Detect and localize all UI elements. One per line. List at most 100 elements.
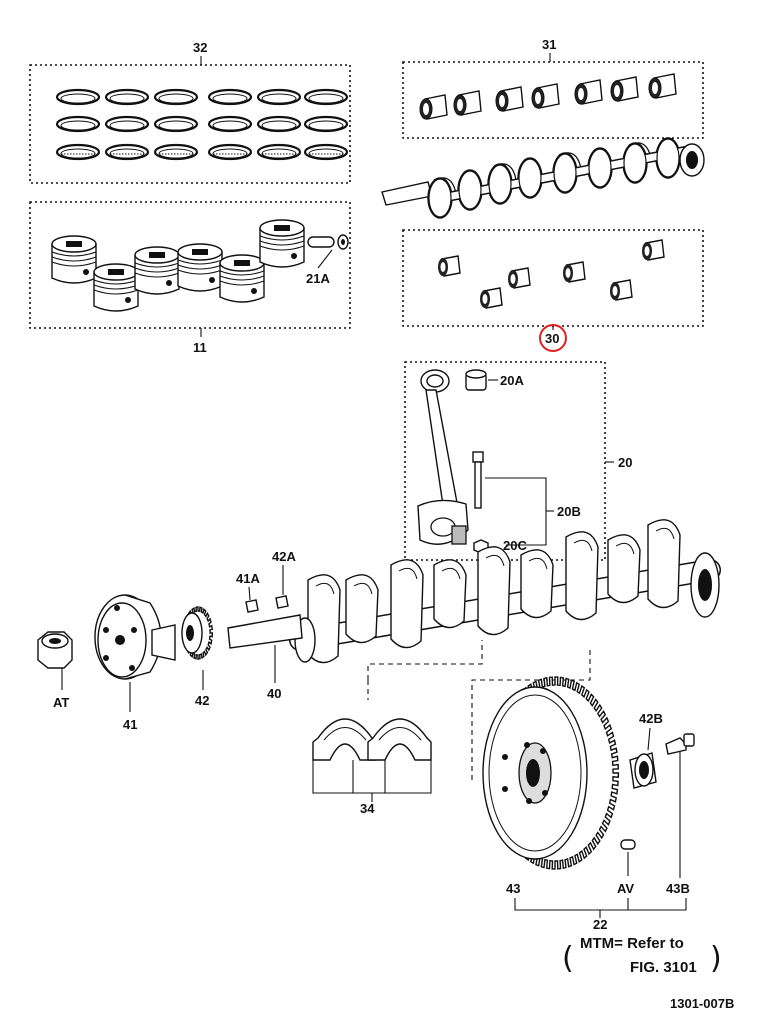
bearing-shell [610, 76, 639, 102]
piston-ring [104, 88, 150, 106]
thrust-washer-left [312, 718, 377, 761]
piston-ring [303, 88, 349, 106]
piston-ring [207, 115, 253, 133]
piston-ring [55, 115, 101, 133]
pilot-bearing-42b [629, 727, 657, 789]
flywheel-bolt-43b [665, 733, 695, 878]
note-paren-open: ( [562, 941, 574, 976]
callout-41a[interactable]: 41A [236, 571, 260, 586]
crank-counterweight [307, 574, 341, 664]
bearing-shell [563, 261, 586, 283]
note-line-1: MTM= Refer to [580, 935, 684, 952]
piston-ring [207, 88, 253, 106]
callout-40[interactable]: 40 [267, 686, 281, 701]
bearing-shell [648, 73, 677, 99]
piston-ring [303, 143, 349, 161]
piston-ring [104, 143, 150, 161]
callout-32[interactable]: 32 [193, 40, 207, 55]
crank-counterweight [607, 534, 641, 604]
callout-20c[interactable]: 20C [503, 538, 527, 553]
piston [93, 263, 139, 312]
highlight-ring-30 [539, 324, 567, 352]
bearing-shell [531, 83, 560, 109]
crank-gear-42 [181, 606, 214, 660]
piston-ring [104, 115, 150, 133]
piston [219, 254, 265, 303]
bearing-shell [453, 90, 482, 116]
piston-ring [55, 88, 101, 106]
callout-21a[interactable]: 21A [306, 271, 330, 286]
piston-ring [207, 143, 253, 161]
note-line-2: FIG. 3101 [630, 959, 697, 976]
connecting-rod-group [404, 361, 614, 561]
callout-42[interactable]: 42 [195, 693, 209, 708]
callout-30[interactable]: 30 [545, 331, 559, 346]
bearing-shell [642, 239, 665, 261]
piston-pin-21a [307, 234, 349, 269]
note-paren-close: ) [710, 941, 722, 976]
callout-11[interactable]: 11 [193, 340, 207, 355]
piston [51, 235, 97, 284]
piston-group [29, 201, 351, 337]
crank-bearing-lower-group [402, 229, 704, 352]
lower-bearings [438, 239, 665, 309]
piston-ring [303, 115, 349, 133]
bearing-shell [480, 287, 503, 309]
crank-pulley-41 [94, 594, 176, 712]
piston-ring [153, 143, 199, 161]
crankshaft-40 [289, 519, 721, 664]
crank-counterweight [520, 549, 554, 619]
upper-bearings [419, 73, 677, 120]
reference-note: ( MTM= Refer to FIG. 3101 ) [562, 935, 722, 976]
callout-43[interactable]: 43 [506, 881, 520, 896]
piston-ring [256, 88, 302, 106]
thrust-washer-group-34 [312, 640, 483, 802]
callout-20b[interactable]: 20B [557, 504, 581, 519]
piston-ring [153, 88, 199, 106]
figure-code: 1301-007B [670, 996, 734, 1011]
callout-43b[interactable]: 43B [666, 881, 690, 896]
crank-bearing-upper-group [402, 53, 704, 139]
callout-20[interactable]: 20 [618, 455, 632, 470]
piston [177, 243, 223, 292]
crank-pulley-nut-at [37, 631, 73, 690]
crank-counterweight [647, 519, 681, 609]
rod-bolt-20b [472, 451, 554, 546]
pistons [51, 219, 305, 312]
crank-counterweight [433, 559, 467, 629]
callout-22[interactable]: 22 [593, 917, 607, 932]
flywheel-43 [482, 676, 620, 870]
callout-at[interactable]: AT [53, 695, 69, 710]
piston-ring [256, 115, 302, 133]
crank-nose-parts [37, 565, 303, 712]
callout-42b[interactable]: 42B [639, 711, 663, 726]
piston-ring [153, 115, 199, 133]
callout-41[interactable]: 41 [123, 717, 137, 732]
crank-counterweight [390, 559, 424, 649]
bearing-shell [438, 255, 461, 277]
piston [259, 219, 305, 268]
piston-ring [256, 143, 302, 161]
rod-bushing-20a [465, 369, 498, 391]
callout-20a[interactable]: 20A [500, 373, 524, 388]
callout-34[interactable]: 34 [360, 801, 375, 816]
callout-42a[interactable]: 42A [272, 549, 296, 564]
callout-av[interactable]: AV [617, 881, 634, 896]
piston-rings [55, 88, 349, 161]
connecting-rod [417, 369, 469, 545]
key-42a [275, 565, 289, 609]
callout-31[interactable]: 31 [542, 37, 556, 52]
piston-ring [55, 143, 101, 161]
crankshaft-small [381, 137, 705, 219]
key-41a [245, 586, 259, 613]
thrust-washer-right [367, 718, 432, 761]
crank-counterweight [477, 546, 511, 636]
crank-counterweight [565, 531, 599, 621]
bearing-shell [508, 267, 531, 289]
piston [134, 246, 180, 295]
piston-ring-set-group [29, 56, 351, 184]
bearing-shell [495, 86, 524, 112]
dowel-pin-av [620, 839, 636, 876]
bearing-shell [574, 79, 603, 105]
